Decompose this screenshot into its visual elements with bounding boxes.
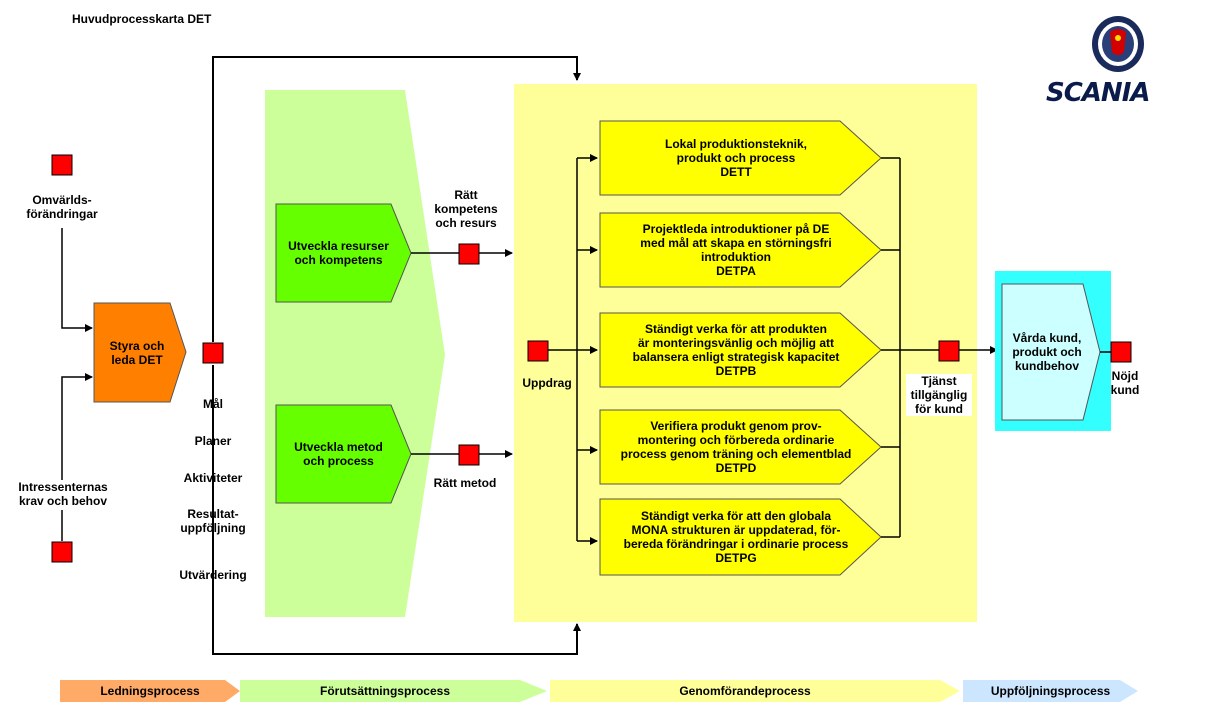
resurser-label: Utveckla resurser och kompetens: [288, 239, 389, 267]
styra-output-resultat: Resultat- uppföljning: [180, 507, 246, 535]
ratt-metod-label: Rätt metod: [433, 476, 497, 490]
nojd-label: Nöjd kund: [1110, 369, 1140, 397]
styra-output-planer: Planer: [194, 434, 232, 448]
metod-label: Utveckla metod och process: [294, 440, 383, 468]
intressent-line: [61, 373, 93, 480]
varda-box: [1001, 283, 1101, 421]
genomforande-box: [599, 409, 882, 485]
uppdrag-label: Uppdrag: [522, 376, 572, 390]
band-arrow-genomforande: [550, 680, 960, 702]
genomforande-box: [599, 498, 882, 576]
varda-label: Vårda kund, produkt och kundbehov: [1012, 331, 1082, 373]
band-ledning: Ledningsprocess: [100, 684, 200, 698]
omvarld-label: Omvärlds- förändringar: [26, 193, 98, 221]
intressent-square: [51, 541, 73, 563]
genomforande-label-detpa: Projektleda introduktioner på DE med mål…: [640, 222, 832, 278]
uppdrag-square: [527, 340, 549, 362]
omvarld-line: [61, 228, 93, 332]
band-arrow-uppfoljning: [963, 680, 1138, 702]
styra-output-mal: Mål: [202, 397, 223, 411]
band-arrow-forutsattning: [240, 680, 547, 702]
genomforande-label-dett: Lokal produktionsteknik, produkt och pro…: [664, 137, 808, 179]
forutsattning-band: [265, 90, 445, 617]
resurser-box: [275, 203, 412, 303]
omvarld-square: [51, 154, 73, 176]
styra-output-utvardering: Utvärdering: [179, 568, 247, 582]
nojd-square: [1110, 341, 1132, 363]
tjanst-label: Tjänst tillgänglig för kund: [906, 374, 972, 416]
metod-box: [275, 404, 412, 504]
genomforande-label-detpd: Verifiera produkt genom prov- montering …: [620, 419, 852, 475]
kompetens-square: [458, 243, 480, 265]
intressent-label: Intressenternas krav och behov: [18, 480, 108, 508]
metod-square: [458, 444, 480, 466]
genomforande-label-detpg: Ständigt verka för att den globala MONA …: [623, 509, 849, 565]
bottom-loop-line: [212, 365, 581, 655]
genomforande-label-detpb: Ständigt verka för att produkten är mont…: [632, 322, 840, 378]
styra-output-aktiviteter: Aktiviteter: [183, 471, 243, 485]
genomforande-box: [599, 120, 882, 196]
genomforande-box: [599, 312, 882, 388]
band-uppfoljning: Uppföljningsprocess: [990, 684, 1111, 698]
band-genomforande: Genomförandeprocess: [679, 684, 811, 698]
ratt-kompetens-label: Rätt kompetens och resurs: [434, 188, 498, 230]
scania-emblem-icon: [1092, 16, 1144, 72]
genomforande-box: [599, 212, 882, 288]
styra-label: Styra och leda DET: [109, 338, 165, 367]
scania-logo: SCANIA: [1046, 78, 1150, 108]
page-title: Huvudprocesskarta DET: [72, 12, 212, 26]
styra-box: [93, 302, 187, 403]
top-loop-line: [212, 56, 581, 342]
styra-output-square: [202, 342, 224, 364]
band-forutsattning: Förutsättningsprocess: [319, 684, 451, 698]
band-arrow-ledning: [60, 680, 240, 702]
tjanst-square: [938, 340, 960, 362]
